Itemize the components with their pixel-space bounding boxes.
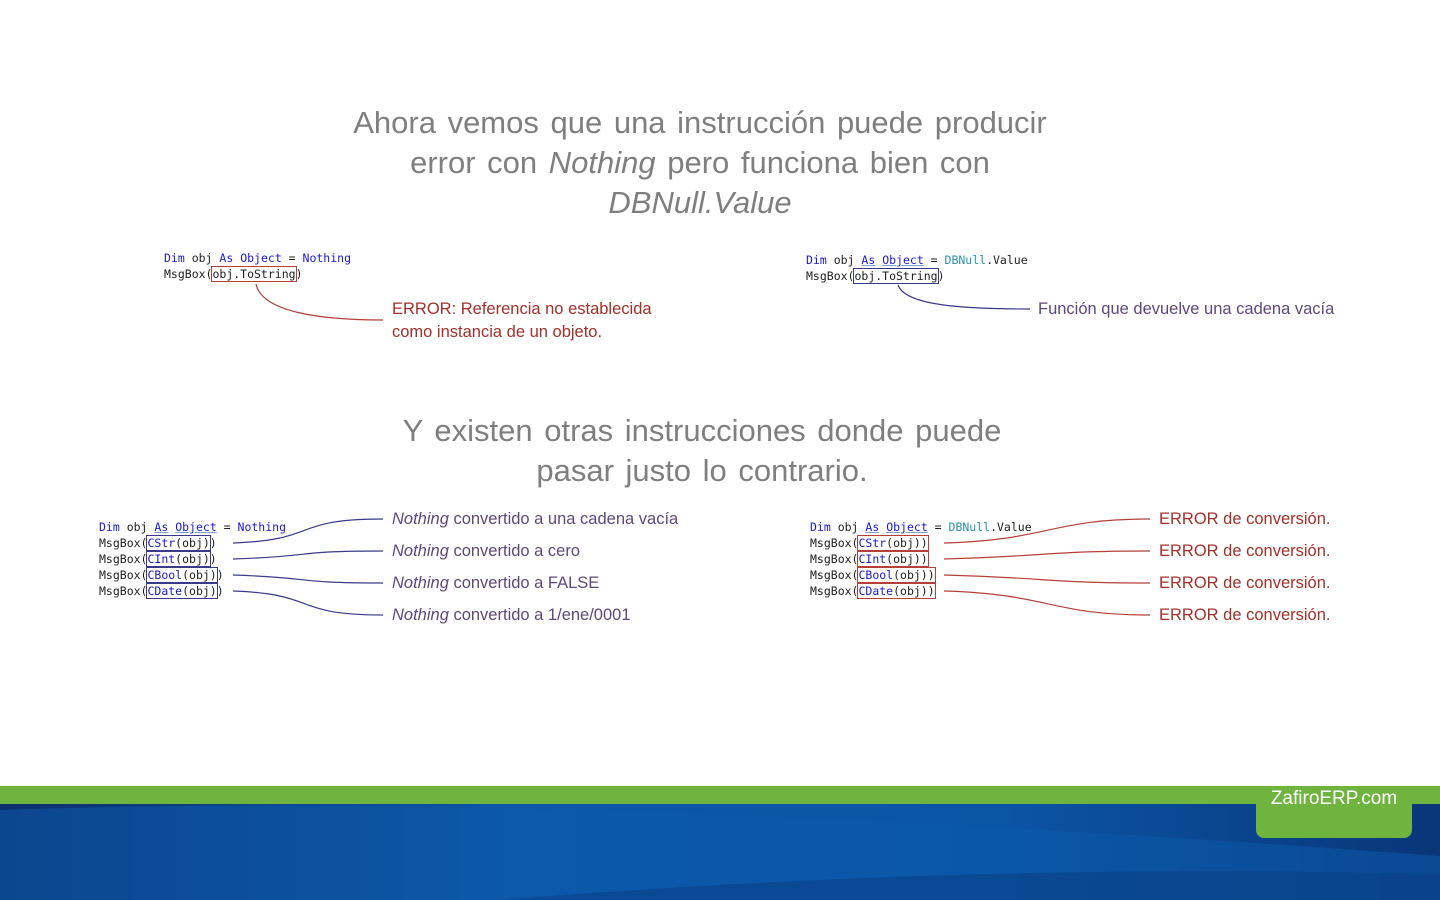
- brand-logo: ZafiroERP.com: [1256, 786, 1412, 838]
- highlight-box: obj.ToString: [211, 266, 297, 282]
- highlight-box: CStr(obj)): [857, 535, 929, 551]
- error-note-null-reference: ERROR: Referencia no establecida como in…: [392, 300, 652, 341]
- highlight-box: CInt(obj): [146, 551, 211, 567]
- error-note-cdate: ERROR de conversión.: [1159, 606, 1331, 624]
- footer-band: [0, 786, 1440, 900]
- connector-note-2: [897, 284, 1031, 310]
- highlight-box: CInt(obj)): [857, 551, 929, 567]
- highlight-box: CBool(obj): [146, 567, 218, 583]
- note-nothing-string: Nothing convertido a una cadena vacía: [392, 510, 679, 528]
- highlight-box: CDate(obj)): [857, 583, 936, 599]
- note-nothing-zero: Nothing convertido a cero: [392, 542, 581, 560]
- highlight-box: CBool(obj)): [857, 567, 936, 583]
- note-empty-string: Función que devuelve una cadena vacía: [1038, 300, 1335, 318]
- error-note-cstr: ERROR de conversión.: [1159, 510, 1331, 528]
- title-italic-nothing: Nothing: [548, 145, 656, 180]
- code-block-dbnull-conversions: Dim obj As Object = DBNull.Value MsgBox(…: [810, 520, 1032, 599]
- note-nothing-date: Nothing convertido a 1/ene/0001: [392, 606, 631, 624]
- error-note-cint: ERROR de conversión.: [1159, 542, 1331, 560]
- code-block-dbnull-tostring: Dim obj As Object = DBNull.Value MsgBox(…: [806, 253, 1028, 284]
- highlight-box: CStr(obj): [146, 535, 211, 551]
- slide-subtitle: Y existen otras instrucciones donde pued…: [402, 413, 1002, 488]
- code-block-nothing-tostring: Dim obj As Object = Nothing MsgBox(obj.T…: [164, 251, 351, 282]
- error-note-cbool: ERROR de conversión.: [1159, 574, 1331, 592]
- highlight-box: obj.ToString: [853, 268, 939, 284]
- code-block-nothing-conversions: Dim obj As Object = Nothing MsgBox(CStr(…: [99, 520, 286, 599]
- highlight-box: CDate(obj): [146, 583, 218, 599]
- note-nothing-false: Nothing convertido a FALSE: [392, 574, 600, 592]
- connector-error-1: [255, 283, 384, 321]
- title-italic-dbnull: DBNull.Value: [608, 185, 792, 220]
- slide-title: Ahora vemos que una instrucción puede pr…: [353, 105, 1047, 220]
